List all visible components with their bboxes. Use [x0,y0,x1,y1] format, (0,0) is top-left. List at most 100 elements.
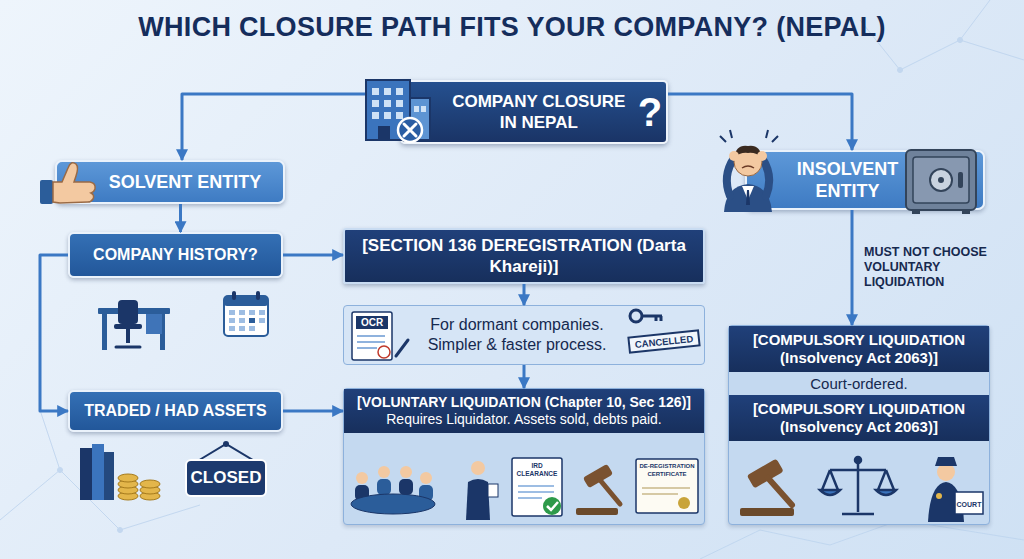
building-icon [372,88,379,95]
liquidation-panel: [COMPULSORY LIQUIDATION (Insolvency Act … [728,325,990,525]
building-icon [372,112,379,119]
desk-icon [126,329,130,343]
books-coins-icon [118,480,138,488]
desk-icon [116,346,140,349]
books-coins-icon [80,444,160,500]
desk-icon [160,314,165,350]
desk-icon [102,314,107,350]
safe-icon [912,210,920,214]
question-box: COMPANY HISTORY? [68,232,283,278]
insolvent-box: INSOLVENT ENTITY [745,150,985,210]
node-text: Requires Liquidator. Assets sold, debts … [386,411,662,428]
document-label: DE-REGISTRATION CERTIFICATE [638,463,696,478]
background-network [700,520,1024,559]
node-text: INSOLVENT ENTITY [792,158,903,202]
background-network [898,68,903,73]
calendar-icon [229,326,235,331]
books-coins-icon [92,444,104,500]
desk-icon [118,300,138,324]
calendar-icon [239,310,245,315]
desk-icon [98,300,170,350]
building-icon [372,100,379,107]
desk-icon [98,308,170,314]
node-text: SOLVENT ENTITY [109,171,262,193]
calendar-icon [239,326,245,331]
icon-label: OCR [356,316,388,329]
closed-sign [196,444,256,462]
building-icon [378,126,390,140]
document-label: IRD CLEARANCE [513,462,561,478]
edge-label: MUST NOT CHOOSE VOLUNTARY LIQUIDATION [864,245,994,290]
books-coins-icon [140,492,160,500]
node-text: Court-ordered. [810,374,908,393]
books-coins-icon [140,480,160,488]
calendar-icon [224,296,268,306]
connector [523,365,526,388]
calendar-icon [224,291,268,336]
node-text: TRADED / HAD ASSETS [84,401,267,421]
calendar-icon [229,318,235,323]
node-text: [SECTION 136 DEREGISTRATION (Darta Khare… [355,235,693,277]
calendar-icon [259,318,265,323]
stressed-person-icon [720,130,778,142]
connector [851,210,854,325]
sign-label: CLOSED [186,460,266,496]
desk-icon [114,324,142,329]
safe-icon [962,210,970,214]
building-icon [384,100,391,107]
node-text: COMPANY HISTORY? [93,245,258,265]
building-icon [384,112,391,119]
background-network [958,38,963,43]
calendar-icon [259,310,265,315]
calendar-icon [249,318,255,323]
node-text: [COMPULSORY LIQUIDATION (Insolvency Act … [735,400,983,436]
node-text: For dormant companies. Simpler & faster … [408,315,626,355]
header-band: [COMPULSORY LIQUIDATION (Insolvency Act … [729,326,989,372]
closed-sign [186,460,266,496]
node-text: COMPANY CLOSURE IN NEPAL [444,91,634,133]
connector [523,284,526,305]
desk-icon [146,314,162,334]
node-text: [VOLUNTARY LIQUIDATION (Chapter 10, Sec … [357,394,691,411]
stressed-person-icon [727,158,734,196]
node-text: [COMPULSORY LIQUIDATION (Insolvency Act … [735,331,983,367]
books-coins-icon [140,486,160,494]
traded-box: TRADED / HAD ASSETS [68,390,283,432]
thumbs-up-icon [40,180,53,204]
solvent-box: SOLVENT ENTITY [55,160,285,204]
books-coins-icon [118,474,138,482]
closed-sign [186,441,266,496]
header-band: [COMPULSORY LIQUIDATION (Insolvency Act … [729,395,989,441]
background-network [58,468,63,473]
calendar-icon [224,296,268,336]
node-text: ? [638,90,662,134]
calendar-icon [256,291,260,300]
calendar-icon [232,291,236,300]
books-coins-icon [104,452,114,500]
building-icon [384,88,391,95]
calendar-icon [239,318,245,323]
path-header: [SECTION 136 DEREGISTRATION (Darta Khare… [343,228,705,284]
calendar-icon [249,326,255,331]
liquidation-panel: [VOLUNTARY LIQUIDATION (Chapter 10, Sec … [343,388,705,525]
connector [40,255,68,411]
connector [179,204,182,232]
diagram-title: WHICH CLOSURE PATH FITS YOUR COMPANY? (N… [0,12,1024,43]
calendar-icon [229,310,235,315]
start-box: COMPANY CLOSURE IN NEPAL? [400,80,668,144]
connector [283,254,343,257]
closed-sign [223,441,229,447]
books-coins-icon [118,486,138,494]
books-coins-icon [80,448,92,500]
stressed-person-icon [729,151,739,161]
books-coins-icon [118,492,138,500]
connector [182,94,400,160]
connector [668,94,852,150]
background-network [118,528,123,533]
connector [283,410,343,413]
calendar-icon [249,310,255,315]
header-band: [VOLUNTARY LIQUIDATION (Chapter 10, Sec … [344,389,704,433]
document-label: COURT [956,497,982,511]
